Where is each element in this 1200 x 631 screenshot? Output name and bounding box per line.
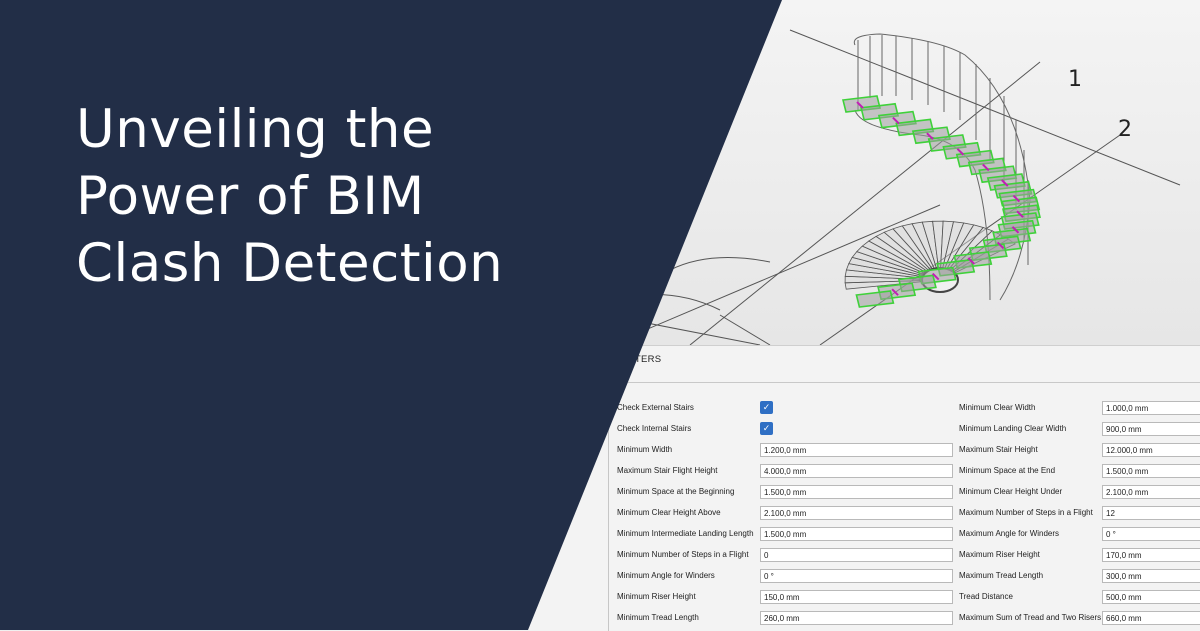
parameter-value-field[interactable]: 300,0 mm [1102,569,1200,583]
parameter-value-field[interactable]: 500,0 mm [1102,590,1200,604]
clash-marker [982,163,990,172]
parameter-label: Tread Distance [959,592,1013,601]
parameter-row: Maximum Tread Length 300,0 mm [520,569,1200,585]
parameter-value-field[interactable]: 2.100,0 mm [760,506,953,520]
parameter-value-field[interactable]: 4.000,0 mm [760,464,953,478]
parameter-value-field[interactable]: 660,0 mm [1102,611,1200,625]
parameter-value-field[interactable]: 900,0 mm [1102,422,1200,436]
parameter-label: Minimum Clear Height Under [959,487,1063,496]
parameter-value-field[interactable]: 1.500,0 mm [1102,464,1200,478]
model-viewport[interactable]: 1 2 [520,0,1200,345]
grid-label-2: 2 [1118,117,1132,142]
parameter-label: Minimum Clear Width [959,403,1036,412]
headline-line-1: Unveiling the [76,99,435,160]
parameter-label: Maximum Number of Steps in a Flight [959,508,1093,517]
clash-marker [931,272,940,281]
parameter-row: Minimum Landing Clear Width 900,0 mm [520,422,1200,438]
parameter-label: Maximum Angle for Winders [959,529,1060,538]
parameter-label: Maximum Riser Height [959,550,1040,559]
parameter-label: Maximum Sum of Tread and Two Risers [959,613,1102,622]
parameter-value-field[interactable]: 1.000,0 mm [1102,401,1200,415]
parameter-label: Minimum Space at the End [959,466,1056,475]
spiral-stair-model: 1 2 [579,29,1181,345]
clash-tread [855,290,895,308]
parameter-row: Tread Distance 500,0 mm [520,590,1200,606]
parameter-row: Maximum Number of Steps in a Flight 12 [520,506,1200,522]
parameter-row: Maximum Angle for Winders 0 ° [520,527,1200,543]
clash-marker [1011,226,1020,234]
headline-line-3: Clash Detection [76,233,504,294]
clash-marker [1012,194,1021,203]
clash-marker [967,257,976,265]
headline: Unveiling the Power of BIM Clash Detecti… [76,96,596,297]
parameter-label: Maximum Stair Height [959,445,1038,454]
clash-marker [996,241,1005,250]
group-label: s [620,376,628,385]
parameter-value-field[interactable]: 12 [1102,506,1200,520]
parameter-label: Maximum Tread Length [959,571,1044,580]
parameter-value-field[interactable]: 2.100,0 mm [1102,485,1200,499]
clash-marker [956,148,965,156]
clash-marker [856,101,864,109]
clash-markers [856,101,1024,296]
parameter-value-field[interactable]: 1.200,0 mm [760,443,953,457]
grid-label-1: 1 [1068,67,1082,92]
parameter-row: Maximum Stair Height 12.000,0 mm [520,443,1200,459]
panel-title: METERS [620,354,662,365]
clash-marker [891,288,899,296]
clash-marker [1016,210,1024,218]
panel-divider [620,382,1200,383]
parameters-panel: METERS s Check External Stairs✓Check Int… [520,345,1200,631]
parameter-label: Minimum Landing Clear Width [959,424,1067,433]
headline-line-2: Power of BIM [76,166,425,227]
parameter-row: Minimum Space at the End 1.500,0 mm [520,464,1200,480]
clash-marker [1001,179,1009,187]
parameter-row: Maximum Riser Height 170,0 mm [520,548,1200,564]
parameter-value-field[interactable]: 0 ° [1102,527,1200,541]
clash-marker [892,116,900,125]
parameter-row: Minimum Clear Width 1.000,0 mm [520,401,1200,417]
parameter-row: Minimum Clear Height Under 2.100,0 mm [520,485,1200,501]
parameter-value-field[interactable]: 12.000,0 mm [1102,443,1200,457]
parameter-value-field[interactable]: 170,0 mm [1102,548,1200,562]
clash-marker [926,132,934,140]
